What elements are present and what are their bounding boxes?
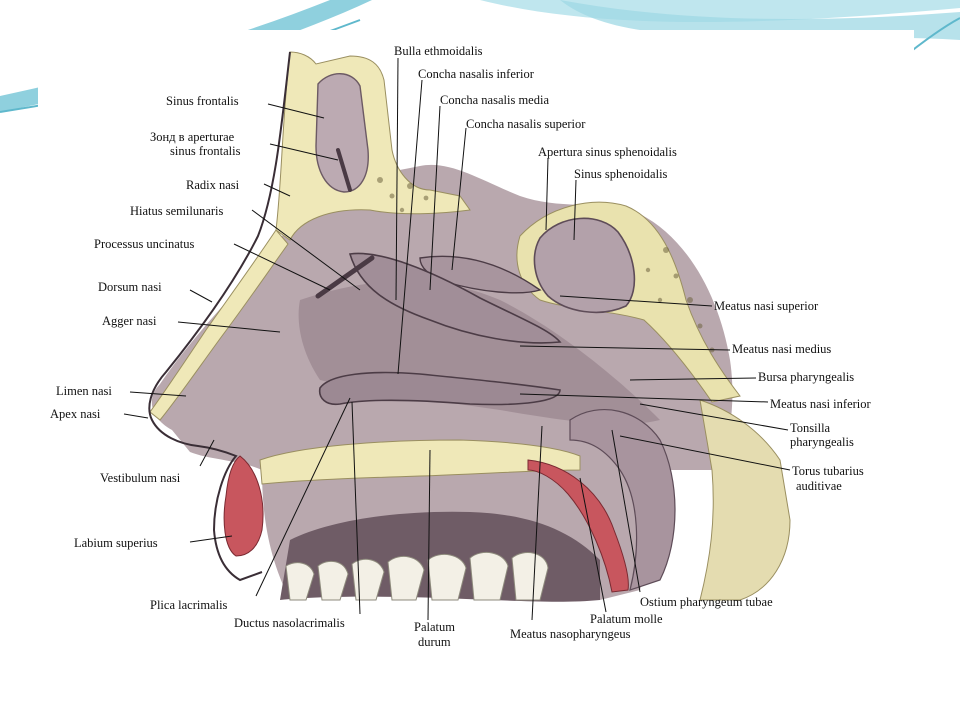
label-zond-line1: Зонд в aperturae [150, 130, 235, 144]
label-apertura-sinus-sphenoidalis: Apertura sinus sphenoidalis [538, 145, 677, 159]
leader-lines [123, 57, 791, 621]
frontal-sinus [315, 73, 369, 193]
soft-palate [527, 459, 629, 593]
label-palatum-durum-line2: durum [418, 635, 451, 649]
label-apex-nasi: Apex nasi [50, 407, 101, 421]
label-limen-nasi: Limen nasi [56, 384, 112, 398]
label-hiatus-semilunaris: Hiatus semilunaris [130, 204, 224, 218]
label-processus-uncinatus: Processus uncinatus [94, 237, 195, 251]
label-meatus-nasi-inferior: Meatus nasi inferior [770, 397, 871, 411]
label-palatum-molle: Palatum molle [590, 612, 663, 626]
nasal-dorsum-bone [149, 229, 289, 421]
label-agger-nasi: Agger nasi [102, 314, 157, 328]
teeth [285, 551, 549, 601]
label-dorsum-nasi: Dorsum nasi [98, 280, 162, 294]
label-concha-nasalis-inferior: Concha nasalis inferior [418, 67, 534, 81]
label-bursa-pharyngealis: Bursa pharyngealis [758, 370, 855, 384]
label-torus-line1: Torus tubarius [792, 464, 864, 478]
frontal-probe [336, 148, 352, 192]
label-tonsilla-line2: pharyngealis [790, 435, 854, 449]
label-labium-superius: Labium superius [74, 536, 158, 550]
upper-lip [223, 455, 264, 557]
concha-media [348, 252, 562, 344]
label-bulla-ethmoidalis: Bulla ethmoidalis [394, 44, 483, 58]
label-plica-lacrimalis: Plica lacrimalis [150, 598, 228, 612]
label-meatus-nasi-superior: Meatus nasi superior [714, 299, 819, 313]
label-torus-line2: auditivae [796, 479, 842, 493]
pharyngeal-wall [699, 399, 791, 601]
external-nose [148, 51, 291, 582]
hard-palate [259, 439, 581, 485]
sphenoid-sinus [533, 217, 636, 314]
label-sinus-sphenoidalis: Sinus sphenoidalis [574, 167, 668, 181]
label-meatus-nasi-medius: Meatus nasi medius [732, 342, 832, 356]
label-ductus-nasolacrimalis: Ductus nasolacrimalis [234, 616, 345, 630]
label-concha-nasalis-media: Concha nasalis media [440, 93, 549, 107]
bone-texture [377, 177, 715, 353]
label-vestibulum-nasi: Vestibulum nasi [100, 471, 181, 485]
torus-tubarius [569, 409, 676, 591]
label-ostium-pharyngeum-tubae: Ostium pharyngeum tubae [640, 595, 773, 609]
label-sinus-frontalis: Sinus frontalis [166, 94, 239, 108]
label-palatum-durum-line1: Palatum [414, 620, 455, 634]
label-meatus-nasopharyngeus: Meatus nasopharyngeus [510, 627, 631, 641]
hiatus-probe [315, 255, 375, 299]
label-radix-nasi: Radix nasi [186, 178, 240, 192]
label-zond-line2: sinus frontalis [170, 144, 241, 158]
label-tonsilla-line1: Tonsilla [790, 421, 831, 435]
label-concha-nasalis-superior: Concha nasalis superior [466, 117, 586, 131]
concha-inferior [318, 371, 561, 406]
